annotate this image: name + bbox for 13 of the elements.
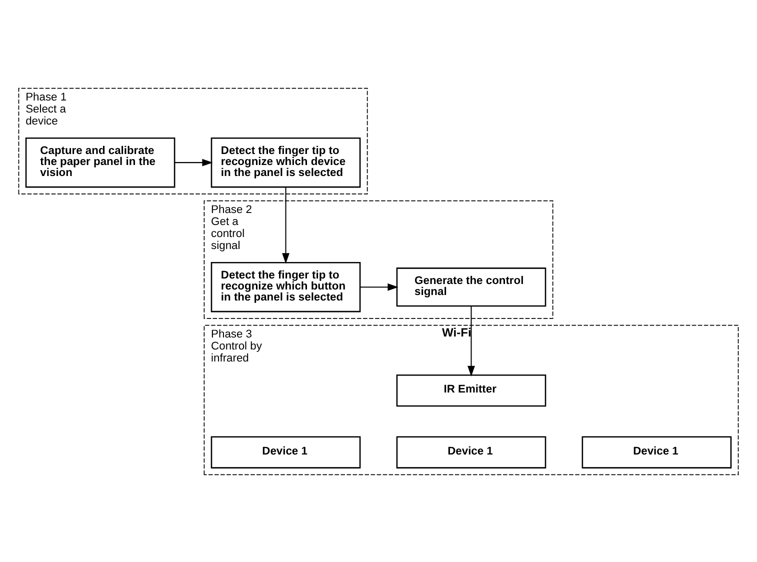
arrow (468, 306, 475, 376)
node-box: Device 1 (210, 436, 361, 468)
node-box: Detect the finger tip to recognize which button in the panel is selected (210, 261, 361, 312)
node-box: Capture and calibrate the paper panel in the vision (25, 136, 176, 188)
node-box: Detect the finger tip to recognize which device in the panel is selected (210, 136, 361, 188)
node-box: Device 1 (582, 436, 732, 468)
arrow (360, 282, 398, 290)
arrow (174, 158, 213, 166)
edge-label: Wi-Fi (442, 325, 472, 340)
node-box: IR Emitter (396, 374, 546, 406)
arrow (282, 186, 290, 264)
node-box: Generate the control signal (396, 267, 546, 306)
node-box: Device 1 (396, 436, 546, 468)
